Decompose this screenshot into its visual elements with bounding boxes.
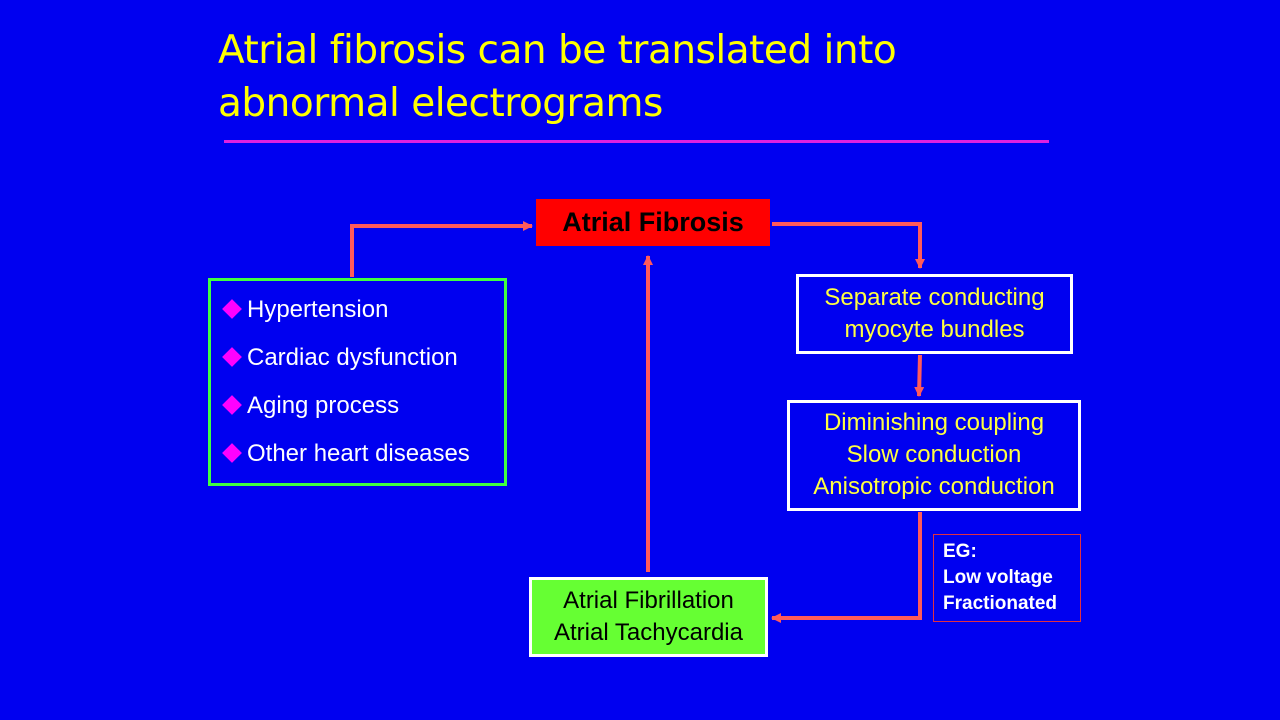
list-item: Hypertension (222, 296, 504, 344)
causes-box: Hypertension Cardiac dysfunction Aging p… (208, 278, 507, 486)
arrow-diminishing-to-arrhythmia (771, 512, 922, 623)
diamond-bullet-icon (222, 299, 242, 319)
arrhythmia-box: Atrial Fibrillation Atrial Tachycardia (529, 577, 768, 657)
diamond-bullet-icon (222, 395, 242, 415)
title-divider (224, 140, 1049, 143)
arrow-causes-to-fibrosis (350, 221, 533, 277)
electrogram-note: EG: Low voltage Fractionated (933, 534, 1081, 622)
list-item: Other heart diseases (222, 440, 504, 488)
list-item: Cardiac dysfunction (222, 344, 504, 392)
diamond-bullet-icon (222, 347, 242, 367)
arrow-fibrosis-to-separate (772, 222, 925, 269)
arrow-separate-to-diminishing (914, 354, 925, 397)
diamond-bullet-icon (222, 443, 242, 463)
separate-bundles-box: Separate conducting myocyte bundles (796, 274, 1073, 354)
atrial-fibrosis-box: Atrial Fibrosis (536, 199, 770, 246)
slide-title: Atrial fibrosis can be translated into a… (218, 28, 897, 126)
list-item: Aging process (222, 392, 504, 440)
conduction-box: Diminishing coupling Slow conduction Ani… (787, 400, 1081, 511)
